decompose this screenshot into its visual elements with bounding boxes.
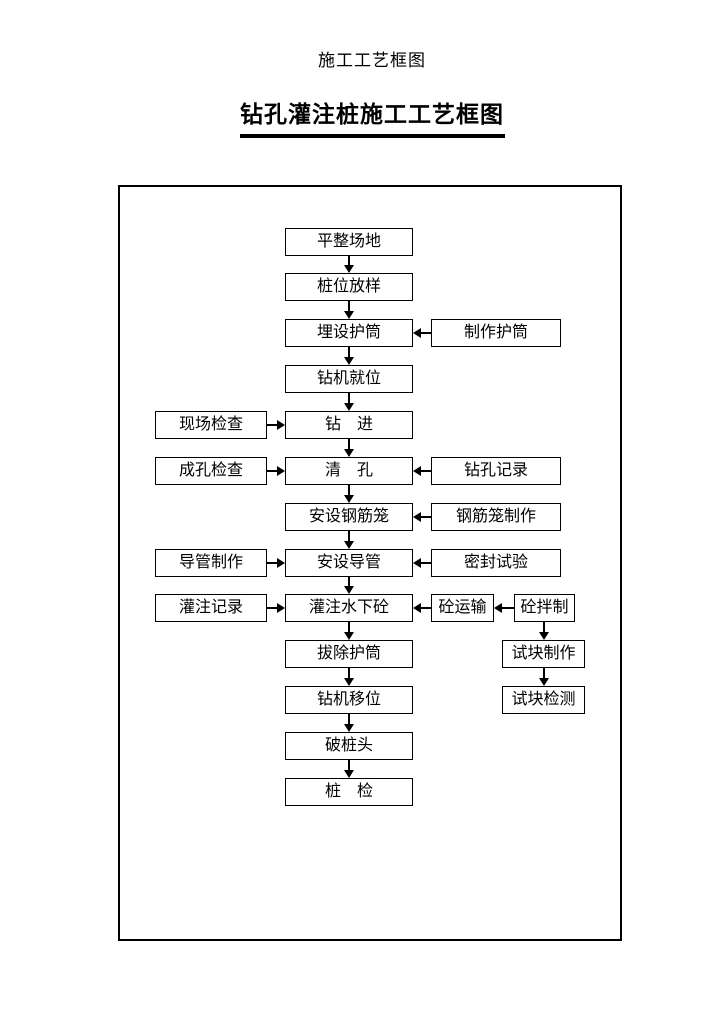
flow-node-test-block-making: 试块制作 xyxy=(502,640,585,668)
flow-node-conduit-making: 导管制作 xyxy=(155,549,267,577)
arrow-down-icon xyxy=(344,577,354,594)
flow-node-pour-concrete: 灌注水下砼 xyxy=(285,594,413,622)
arrow-down-icon xyxy=(344,256,354,273)
flow-node-hole-check: 成孔检查 xyxy=(155,457,267,485)
flow-node-rig-relocate: 钻机移位 xyxy=(285,686,413,714)
title-underline xyxy=(240,134,505,138)
flow-node-concrete-mixing: 砼拌制 xyxy=(514,594,575,622)
flow-node-rig-in-place: 钻机就位 xyxy=(285,365,413,393)
arrow-down-icon xyxy=(344,714,354,732)
arrow-left-icon xyxy=(413,328,431,338)
flow-node-concrete-transport: 砼运输 xyxy=(431,594,494,622)
arrow-down-icon xyxy=(344,301,354,319)
flow-node-remove-casing: 拔除护筒 xyxy=(285,640,413,668)
arrow-down-icon xyxy=(344,668,354,686)
flow-node-install-conduit: 安设导管 xyxy=(285,549,413,577)
arrow-left-icon xyxy=(413,603,431,613)
flow-node-drill-record: 钻孔记录 xyxy=(431,457,561,485)
flow-node-cage-making: 钢筋笼制作 xyxy=(431,503,561,531)
flow-node-pour-record: 灌注记录 xyxy=(155,594,267,622)
diagram-border xyxy=(118,185,622,941)
arrow-right-icon xyxy=(267,466,285,476)
flow-node-level-site: 平整场地 xyxy=(285,228,413,256)
arrow-down-icon xyxy=(344,485,354,503)
arrow-left-icon xyxy=(413,512,431,522)
flow-node-pile-layout: 桩位放样 xyxy=(285,273,413,301)
flow-node-pile-test: 桩 检 xyxy=(285,778,413,806)
arrow-right-icon xyxy=(267,558,285,568)
arrow-right-icon xyxy=(267,603,285,613)
flow-node-seal-test: 密封试验 xyxy=(431,549,561,577)
arrow-down-icon xyxy=(344,760,354,778)
arrow-down-icon xyxy=(344,439,354,457)
flow-node-drilling: 钻 进 xyxy=(285,411,413,439)
arrow-down-icon xyxy=(344,531,354,549)
arrow-down-icon xyxy=(344,393,354,411)
arrow-right-icon xyxy=(267,420,285,430)
flow-node-casing-making: 制作护筒 xyxy=(431,319,561,347)
page-title: 钻孔灌注桩施工工艺框图 xyxy=(240,102,504,127)
arrow-down-icon xyxy=(539,668,549,686)
flow-node-embed-casing: 埋设护筒 xyxy=(285,319,413,347)
flow-node-site-check: 现场检查 xyxy=(155,411,267,439)
arrow-left-icon xyxy=(494,603,514,613)
arrow-left-icon xyxy=(413,466,431,476)
doc-header: 施工工艺框图 xyxy=(318,51,426,70)
arrow-left-icon xyxy=(413,558,431,568)
flow-node-clean-hole: 清 孔 xyxy=(285,457,413,485)
flow-node-test-block-testing: 试块检测 xyxy=(502,686,585,714)
flow-node-install-cage: 安设钢筋笼 xyxy=(285,503,413,531)
arrow-down-icon xyxy=(344,347,354,365)
flow-node-break-pile-head: 破桩头 xyxy=(285,732,413,760)
arrow-down-icon xyxy=(539,622,549,640)
arrow-down-icon xyxy=(344,622,354,640)
